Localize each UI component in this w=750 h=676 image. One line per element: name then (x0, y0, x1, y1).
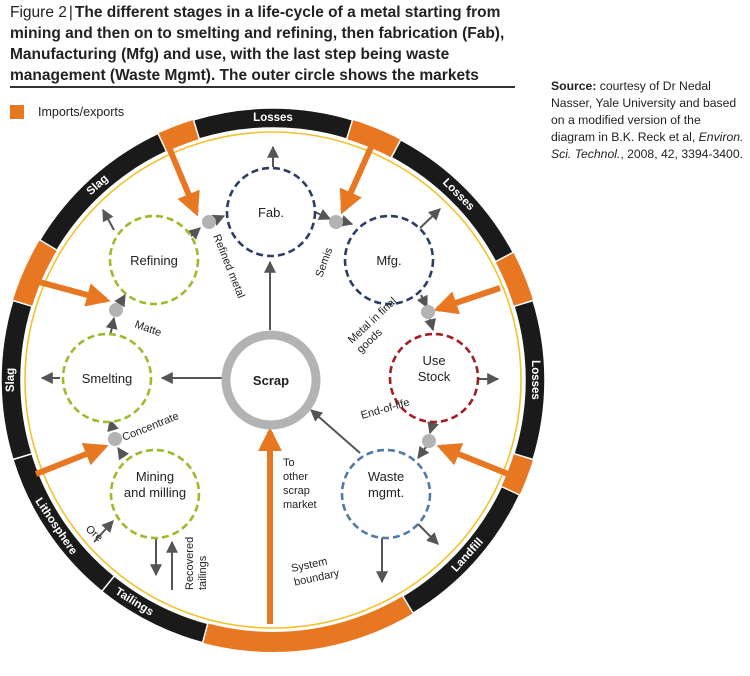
label-semis: Semis (314, 246, 336, 279)
junction-nodes (108, 215, 436, 448)
ring-segment-losses (513, 299, 546, 461)
outer-market-ring (0, 107, 546, 652)
arrow-mfg-to-node (416, 294, 428, 309)
arrow-waste-to-landfill (417, 523, 439, 545)
stage-circle-waste (340, 448, 432, 540)
import-export-arrows (31, 143, 510, 624)
stage-circle-fab (225, 166, 317, 258)
stage-circles (61, 166, 480, 540)
arrow-mining-to-node (117, 447, 129, 461)
figure-title: Figure 2|The different stages in a life-… (10, 2, 515, 86)
ring-label-losses: Losses (253, 112, 293, 124)
arrow-waste-to-scrap (310, 409, 361, 454)
ring-segment-losses (192, 107, 354, 140)
source-text: courtesy of Dr Nedal Nasser, Yale Univer… (551, 79, 737, 144)
arrow-refining-to-slag (102, 208, 115, 231)
ring-segment-landfill (401, 485, 521, 615)
import-arrow-refining (165, 143, 200, 217)
arrow-node-to-fab (211, 214, 226, 226)
stage-label-refining: Refining (130, 253, 178, 268)
figure-title-text: The different stages in a life-cycle of … (10, 4, 505, 84)
import-arrow-end-of-life (436, 443, 510, 477)
center-label-scrap: Scrap (253, 373, 289, 388)
title-separator: | (68, 4, 73, 21)
node-concentrate (108, 432, 122, 446)
stage-circle-use (388, 332, 480, 424)
ring-label-losses: Losses (529, 360, 541, 400)
legend-label: Imports/exports (38, 105, 125, 119)
label-system-boundary: Systemboundary (290, 554, 341, 589)
label-recovered-tailings: Recoveredtailings (184, 537, 209, 590)
node-end-of-life (422, 434, 436, 448)
label-metal-in-goods: Metal in finalgoods (346, 295, 408, 355)
label-matte: Matte (133, 319, 163, 340)
arrow-node-to-refining (114, 293, 126, 308)
figure-number: Figure 2 (10, 4, 67, 21)
source-journal: Environ. Sci. Technol. (551, 130, 744, 161)
label-end-of-life: End-of-life (360, 397, 412, 422)
legend: Imports/exports (10, 105, 124, 119)
stage-circle-mining (109, 448, 201, 540)
title-rule (10, 86, 515, 88)
ring-segment-lithosphere (11, 452, 116, 593)
node-metal-in-goods (421, 305, 435, 319)
flow-arrows (40, 145, 500, 590)
stage-circle-mfg (343, 214, 435, 306)
import-arrow-mfg (339, 143, 375, 215)
source-text-end: , 2008, 42, 3394-3400. (620, 147, 743, 161)
node-semis (329, 215, 343, 229)
node-refined-metal (202, 215, 216, 229)
scrap-circle (221, 330, 321, 430)
arrow-node-to-use (424, 318, 436, 332)
import-arrow-use (433, 285, 501, 315)
arrow-ore-to-mining (93, 520, 114, 543)
ring-label-slag: Slag (5, 368, 17, 392)
label-ore: Ore (83, 523, 105, 544)
stage-circle-smelting (61, 332, 153, 424)
arrow-fab-to-semis (314, 208, 332, 220)
system-boundary-circle (24, 131, 522, 629)
legend-swatch (10, 105, 24, 119)
source-note: Source: courtesy of Dr Nedal Nasser, Yal… (551, 78, 747, 163)
ring-segment-slag (38, 132, 168, 252)
arrow-node-to-waste (417, 445, 430, 459)
node-matte (109, 303, 123, 317)
stage-label-mfg: Mfg. (376, 253, 401, 268)
arrow-use-to-node (427, 420, 439, 435)
arrow-mfg-to-losses (419, 208, 441, 229)
ring-segment-slag (0, 299, 33, 461)
import-arrow-concentrate (34, 442, 109, 477)
import-arrow-smelting-matte (31, 277, 111, 307)
stage-label-smelting: Smelting (82, 371, 133, 386)
stage-circle-refining (108, 214, 200, 306)
source-label: Source: (551, 79, 597, 93)
stage-label-fab: Fab. (258, 205, 284, 220)
arrow-semis-to-mfg (339, 215, 354, 227)
ring-segment-losses (390, 138, 515, 263)
